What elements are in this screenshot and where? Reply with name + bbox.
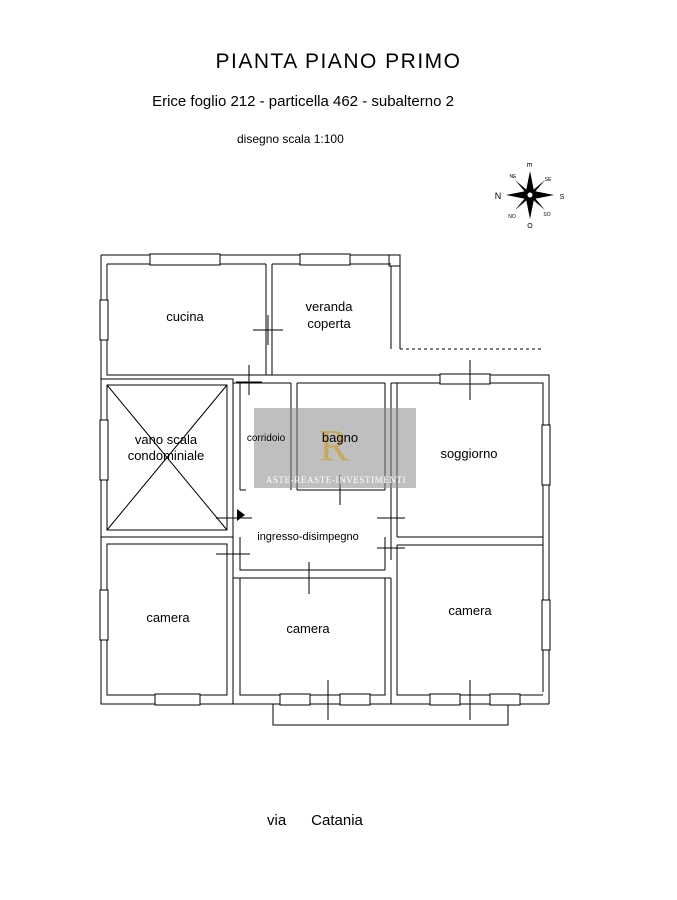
wall-veranda-side [390,266,401,349]
window-opening [439,373,491,385]
plan-title: PIANTA PIANO PRIMO [215,50,462,73]
wall-partition [265,264,273,375]
window-opening [541,599,551,651]
door-mark [293,562,325,594]
compass-label-so: SO [543,212,550,218]
compass-label-e: E [525,163,532,168]
door-mark [377,505,405,530]
window-opening [339,693,371,706]
room-label-coperta: coperta [307,316,351,331]
room-label-soggiorno: soggiorno [440,446,497,461]
cadastral-reference: Erice foglio 212 - particella 462 - suba… [152,93,454,110]
door-mark [253,315,283,345]
compass-rose-icon: E NE N NO O SO S SE [495,163,565,230]
compass-label-se: SE [545,177,552,183]
drawing-scale: disegno scala 1:100 [237,132,344,146]
room-label-veranda: veranda [306,299,354,314]
room-label-bagno: bagno [322,430,358,445]
door-mark [216,540,250,568]
compass-label-no: NO [508,214,516,220]
entrance-arrow-icon [237,509,245,521]
room-label-camera-center: camera [286,621,330,636]
compass-label-o: O [527,223,533,230]
compass-label-s: S [560,194,565,201]
door-mark [377,535,405,560]
room-label-cucina: cucina [166,309,204,324]
wall-middle-top [233,374,391,384]
window-opening [299,253,351,266]
window-opening [99,299,109,341]
window-opening [489,693,521,706]
room-label-ingresso: ingresso-disimpegno [257,531,359,543]
wall-camera-right [396,544,543,696]
window-opening [149,253,221,266]
window-opening [99,589,109,641]
street-name: via Catania [267,812,363,829]
room-label-condominiale: condominiale [128,448,205,463]
wall-corridor [232,379,241,500]
watermark-monogram: R [319,421,349,470]
watermark-text: ASTE-REASTE-INVESTIMENTI [266,475,406,485]
door-mark [236,365,262,395]
room-label-camera-right: camera [448,603,492,618]
room-label-camera-left: camera [146,610,190,625]
window-opening [541,424,551,486]
door-mark [216,500,252,535]
balcony [272,704,509,726]
watermark: R ASTE-REASTE-INVESTIMENTI [254,408,416,488]
compass-label-n: N [495,191,502,201]
window-opening [154,693,201,706]
room-label-corridoio: corridoio [247,433,286,444]
room-label-vano-scala: vano scala [135,432,198,447]
window-opening [99,419,109,481]
compass-label-ne: NE [510,174,518,180]
window-opening [429,693,461,706]
wall-camera-center [232,577,392,704]
stair-diagonal [106,384,228,531]
window-opening [279,693,311,706]
